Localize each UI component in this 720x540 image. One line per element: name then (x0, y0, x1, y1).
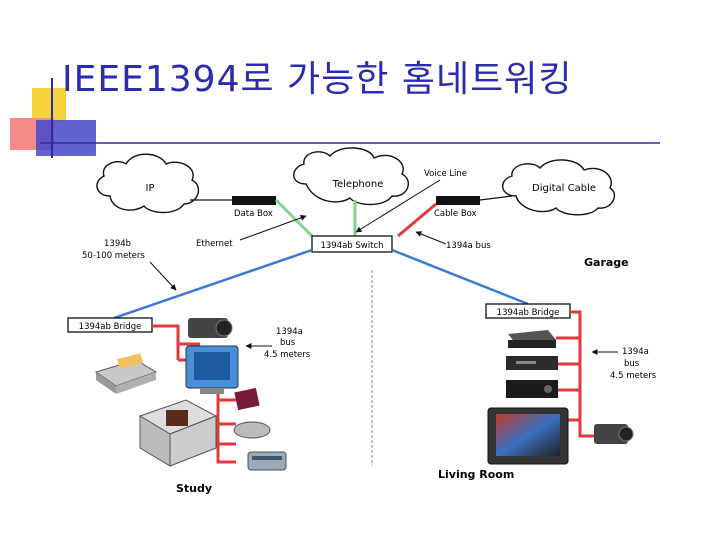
garage-label: Garage (584, 256, 629, 269)
scanner-study (233, 421, 271, 439)
telephone-cloud-label: Telephone (332, 179, 384, 190)
ip-cloud-label: IP (146, 183, 155, 194)
left-bus-label-3: 4.5 meters (264, 350, 311, 360)
switch-to-left-bridge-line (113, 248, 313, 320)
ip-cloud (96, 153, 200, 214)
cablebox-to-switch-line (397, 202, 437, 238)
left-bus-label-1: 1394a (276, 327, 303, 337)
right-bridge-label: 1394ab Bridge (497, 308, 560, 318)
ethernet-arrow (239, 215, 307, 241)
right-bus-label-1: 1394a (622, 347, 649, 357)
phone-study (247, 451, 287, 471)
vcr-living (506, 356, 558, 370)
deco-yellow-square (32, 88, 66, 122)
right-bus-label-2: bus (624, 359, 640, 369)
cable-cloud-label: Digital Cable (532, 183, 596, 194)
switch-label: 1394ab Switch (320, 241, 383, 251)
monitor-study (185, 345, 239, 394)
telephone-cloud (293, 147, 410, 206)
pc-tower-study (138, 399, 218, 467)
switch-to-right-bridge-line (391, 248, 529, 306)
dvd-player-living (508, 330, 556, 348)
data-box-device (232, 196, 276, 205)
voice-line-label: Voice Line (424, 169, 467, 179)
left-bridge-label: 1394ab Bridge (79, 322, 142, 332)
cable-cloud (502, 159, 616, 216)
camcorder-study (188, 318, 233, 338)
bus-1394a-label: 1394a bus (446, 241, 491, 251)
receiver-living (506, 380, 558, 398)
study-label: Study (176, 482, 212, 495)
data-box-label: Data Box (234, 209, 273, 219)
bus-1394a-arrow (415, 231, 447, 245)
bus-1394b-label-1: 1394b (104, 239, 131, 249)
living-room-label: Living Room (438, 468, 514, 481)
left-bus-label-2: bus (280, 338, 296, 348)
deco-blue-square (36, 120, 96, 156)
slide-title: IEEE1394로 가능한 홈네트워킹 (62, 59, 573, 100)
right-red-bus (556, 310, 596, 438)
databox-to-switch-line (274, 198, 314, 238)
switch-box (311, 235, 393, 253)
cable-box-label: Cable Box (434, 209, 477, 219)
right-bus-label-3: 4.5 meters (610, 371, 657, 381)
cablebox-to-cloud-line (479, 195, 513, 201)
tv-living (487, 407, 569, 465)
camcorder-living (594, 424, 634, 444)
bus-1394b-label-2: 50-100 meters (82, 251, 145, 261)
ethernet-label: Ethernet (196, 239, 233, 249)
voice-line-arrow (355, 179, 441, 233)
bus-1394b-arrow (149, 261, 177, 291)
cable-box-device (436, 196, 480, 205)
media-study (234, 387, 260, 411)
printer-study (94, 353, 158, 394)
